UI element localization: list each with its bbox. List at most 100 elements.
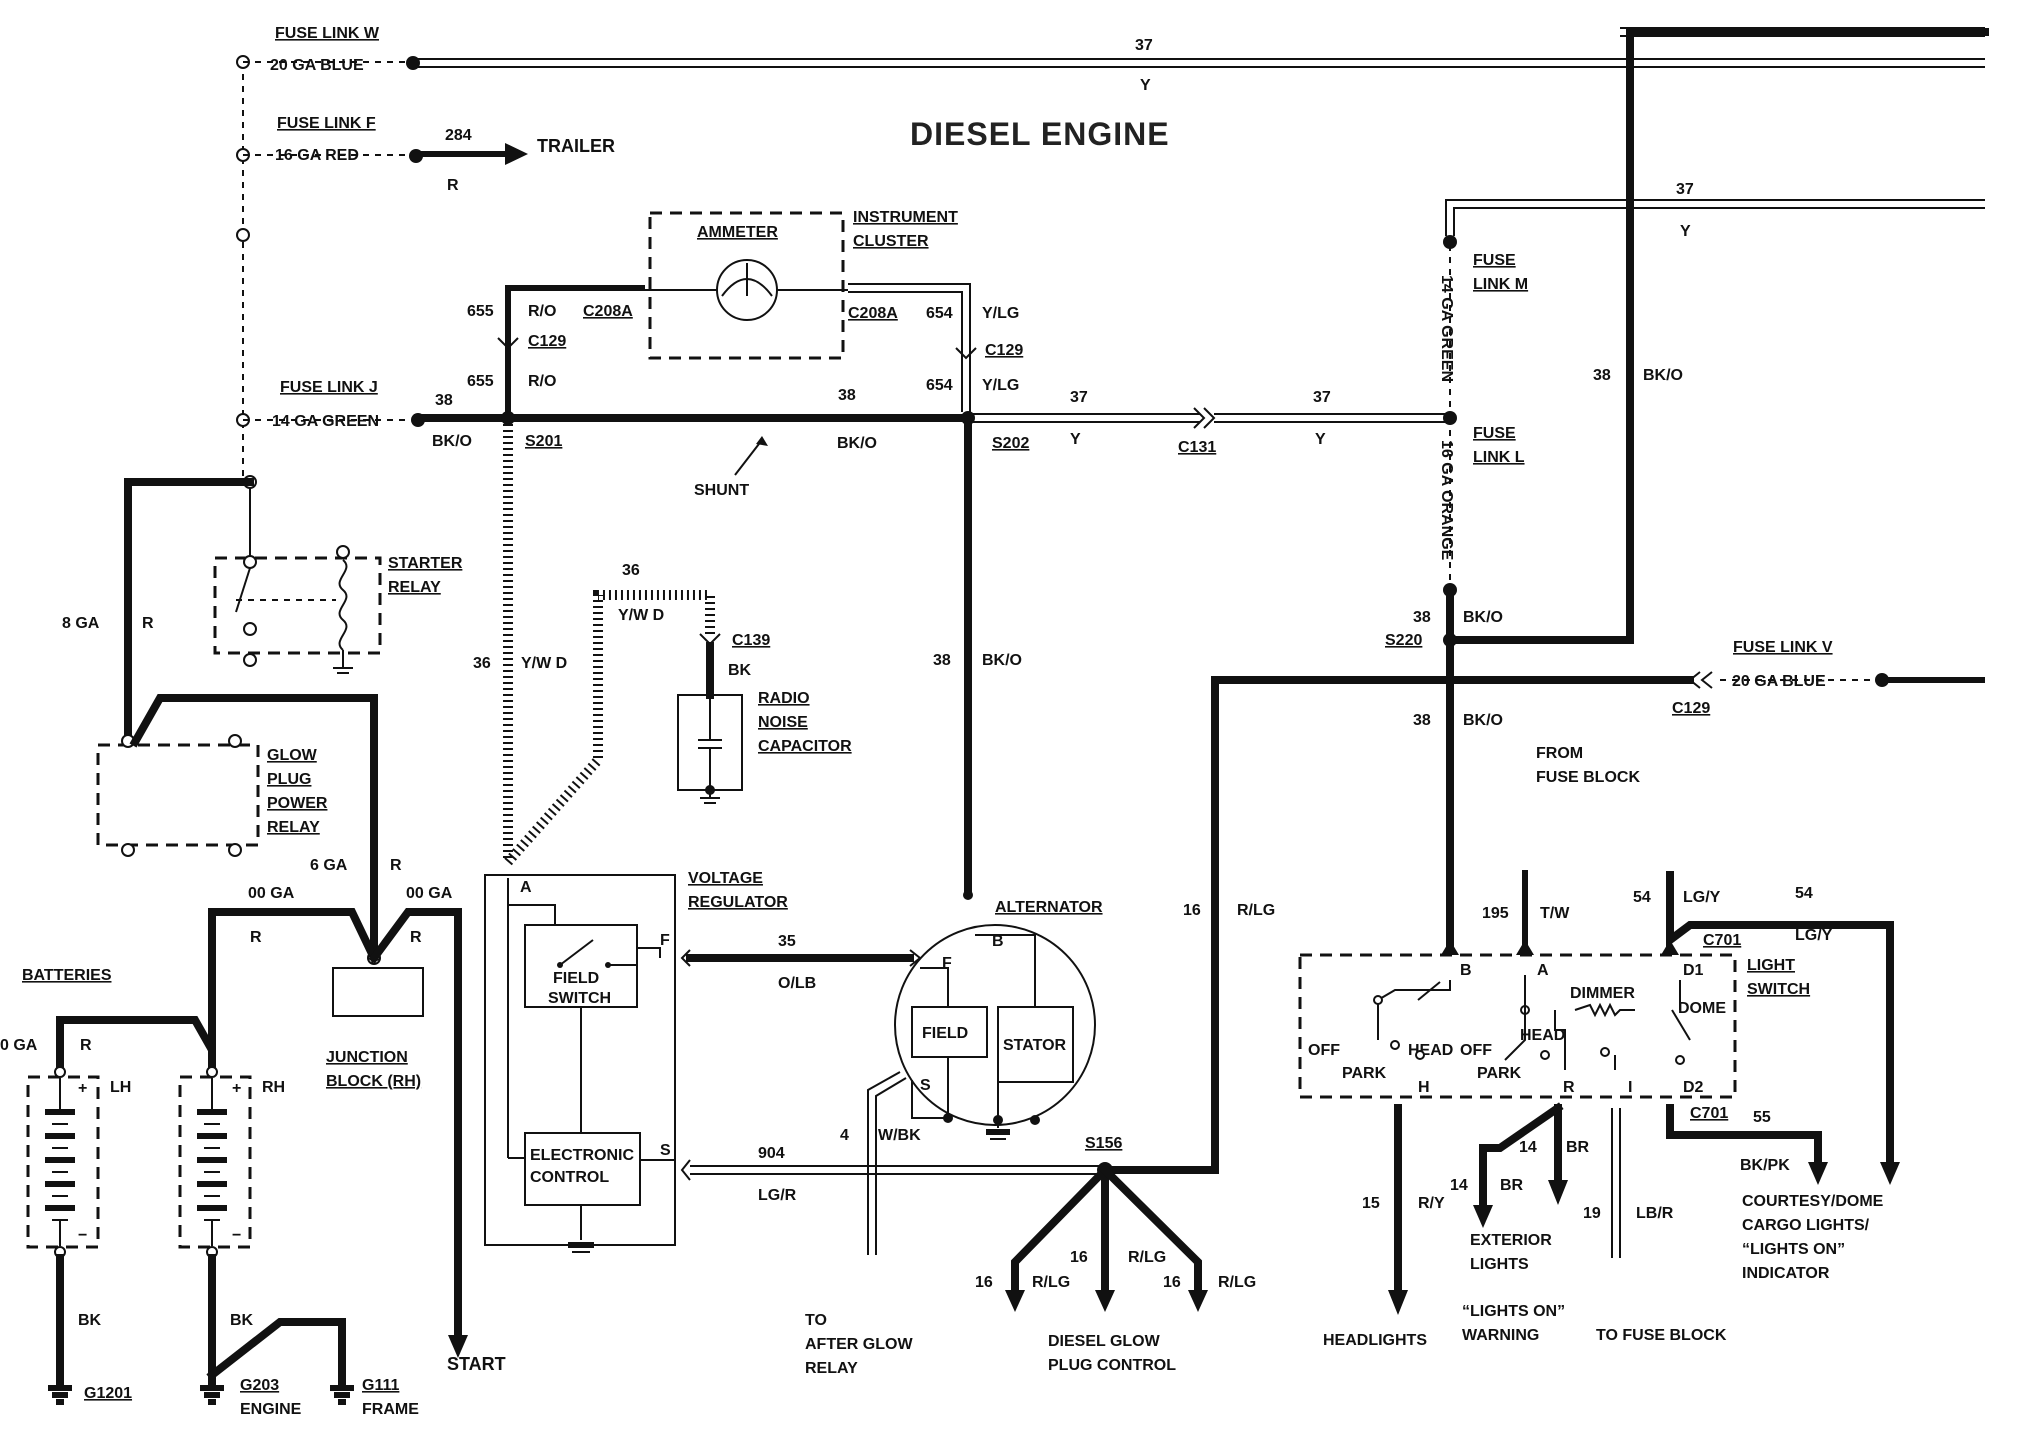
wire-54b-color: LG/Y — [1795, 927, 1833, 944]
alternator-f-lead — [920, 967, 949, 1007]
trailer-label: TRAILER — [537, 136, 615, 156]
c129-v-connector — [1700, 671, 1713, 689]
wire-37-number-right: 37 — [1313, 389, 1331, 406]
ground-frame-label: FRAME — [362, 1401, 419, 1418]
wire-654-color: Y/LG — [982, 305, 1019, 322]
wire-00ga-left-label: 00 GA — [248, 885, 295, 902]
ground-g203-label: G203 — [240, 1377, 279, 1394]
c129-connector-symbol — [497, 337, 519, 350]
connector-c129-v: C129 — [1672, 700, 1710, 717]
fuse-link-m-end — [1443, 235, 1457, 249]
fuse-link-w-name: FUSE LINK W — [275, 25, 380, 42]
alternator-b-lead — [975, 934, 1036, 1007]
switch-off-right: OFF — [1460, 1042, 1492, 1059]
exterior-lights-label-1: EXTERIOR — [1470, 1232, 1552, 1249]
wire-16b-color: R/LG — [1128, 1249, 1166, 1266]
glow-plug-power-relay: GLOW PLUG POWER RELAY — [96, 734, 328, 857]
wire-19-number: 19 — [1583, 1205, 1601, 1222]
field-switch-label-1: FIELD — [553, 970, 599, 987]
courtesy-arrow — [1880, 1162, 1900, 1185]
wire-36-top-number: 36 — [622, 562, 640, 579]
alternator: B F S ALTERNATOR FIELD STATOR — [894, 890, 1103, 1140]
after-glow-label-3: RELAY — [805, 1360, 858, 1377]
light-switch-terminal-h: H — [1418, 1079, 1430, 1096]
ground-g1201-label: G1201 — [84, 1385, 132, 1402]
glow-relay-label-2: PLUG — [267, 771, 311, 788]
wire-bk-frame — [206, 1318, 346, 1389]
fuse-bus-node — [236, 228, 250, 242]
voltage-regulator: VOLTAGE REGULATOR A FIELD SWITCH F ELECT… — [484, 870, 788, 1253]
light-switch: LIGHT SWITCH B A D1 H R I D2 DIMMER DOME… — [1298, 953, 1810, 1099]
wire-37-right — [1445, 199, 1985, 236]
wire-16c-color: R/LG — [1218, 1274, 1256, 1291]
glow-relay-terminal — [121, 843, 135, 857]
wire-bk-rh-label: BK — [230, 1312, 254, 1329]
wire-55-bkpk — [1666, 1104, 1822, 1166]
wire-38-mid-number: 38 — [838, 387, 856, 404]
battery-rh-minus: − — [232, 1227, 241, 1244]
right-wire-circuit: 37 — [1676, 181, 1694, 198]
switch-off-left: OFF — [1308, 1042, 1340, 1059]
fuse-link-j-name: FUSE LINK J — [280, 379, 378, 396]
light-switch-terminal-a: A — [1537, 962, 1549, 979]
c131-connector — [1193, 407, 1206, 429]
wire-195-color: T/W — [1540, 905, 1570, 922]
wire-14-br-branch — [1479, 1102, 1564, 1209]
switch-contact — [1600, 1047, 1610, 1057]
regulator-terminal-f: F — [660, 932, 670, 949]
c129-connector-symbol — [955, 347, 977, 360]
starter-relay-terminal — [243, 555, 257, 569]
alternator-terminal-f: F — [942, 955, 952, 972]
wire-0ga-label: 0 GA — [0, 1037, 38, 1054]
instrument-cluster: AMMETER INSTRUMENT CLUSTER — [645, 209, 958, 360]
diagram-title: DIESEL ENGINE — [910, 116, 1170, 152]
wire-38-number: 38 — [435, 392, 453, 409]
splice-s201: S201 — [525, 433, 562, 450]
wire-655-number-lower: 655 — [467, 373, 494, 390]
glow-control-label-1: DIESEL GLOW — [1048, 1333, 1161, 1350]
wire-654 — [848, 291, 963, 412]
alternator-terminal-b: B — [992, 933, 1004, 950]
glow-relay-label-4: RELAY — [267, 819, 320, 836]
wire-16b-number: 16 — [1070, 1249, 1088, 1266]
after-glow-label-1: TO — [805, 1312, 827, 1329]
start-arrow — [448, 1335, 468, 1358]
wire-35-color: O/LB — [778, 975, 816, 992]
wire-0ga-color: R — [80, 1037, 92, 1054]
wire-19-color: LB/R — [1636, 1205, 1674, 1222]
wire-36-yw-cap — [504, 590, 715, 866]
wire-14b-number: 14 — [1450, 1177, 1468, 1194]
glow-relay-terminal — [228, 734, 242, 748]
battery-lh-post — [54, 1066, 66, 1078]
lights-on-warning-label-1: “LIGHTS ON” — [1462, 1303, 1565, 1320]
dome-switch-contact — [1671, 1009, 1691, 1041]
switch-contact — [1675, 1055, 1685, 1065]
regulator-terminal-s: S — [660, 1142, 671, 1159]
fuse-link-f-name: FUSE LINK F — [277, 115, 376, 132]
exterior-lights-label-2: LIGHTS — [1470, 1256, 1529, 1273]
wire-35-number: 35 — [778, 933, 796, 950]
switch-park-left: PARK — [1342, 1065, 1387, 1082]
wire-904-color: LG/R — [758, 1187, 797, 1204]
ground-g1201: G1201 — [48, 1385, 132, 1405]
glow-relay-terminal — [228, 843, 242, 857]
after-glow-label-2: AFTER GLOW — [805, 1336, 913, 1353]
field-switch-pivot — [557, 962, 563, 968]
dome-label: DOME — [1678, 1000, 1726, 1017]
light-switch-terminal-r: R — [1563, 1079, 1575, 1096]
wire-654 — [848, 283, 971, 412]
splice-s156: S156 — [1085, 1135, 1122, 1152]
wire-655-number: 655 — [467, 303, 494, 320]
starter-relay-box — [213, 556, 382, 655]
instrument-cluster-label-1: INSTRUMENT — [853, 209, 958, 226]
exterior-arrow — [1548, 1180, 1568, 1205]
battery-rh: + − RH — [178, 1066, 285, 1258]
switch-contact — [1415, 1050, 1425, 1060]
fuse-link-l-name-1: FUSE — [1473, 425, 1516, 442]
switch-park-right: PARK — [1477, 1065, 1522, 1082]
splice-s202: S202 — [992, 435, 1029, 452]
regulator-terminal-a: A — [520, 879, 532, 896]
wire-38-riser-number: 38 — [1593, 367, 1611, 384]
alternator-label: ALTERNATOR — [995, 899, 1103, 916]
